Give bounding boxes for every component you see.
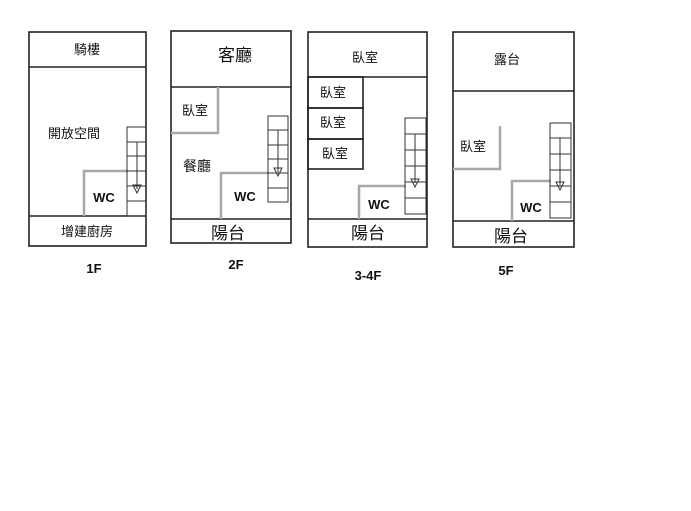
room-label-balcony: 陽台 xyxy=(211,224,245,244)
room-label-bedroom: 臥室 xyxy=(460,139,486,155)
wc-wall xyxy=(357,184,406,219)
floor-label-1f: 1F xyxy=(86,261,101,276)
floor-outline xyxy=(170,30,292,244)
room-label-wc: WC xyxy=(368,197,390,212)
staircase xyxy=(267,115,289,203)
room-label-bedroom-1: 臥室 xyxy=(320,85,346,101)
floor-plan-3-4f: 臥室 臥室 臥室 臥室 WC 陽台 3-4F xyxy=(307,31,428,283)
arrow-down-icon xyxy=(555,181,565,192)
floor-label-2f: 2F xyxy=(228,257,243,272)
room-label-terrace: 露台 xyxy=(494,53,520,68)
room-label-wc: WC xyxy=(520,200,542,215)
room-label-balcony: 陽台 xyxy=(494,227,528,247)
arrow-down-icon xyxy=(273,167,283,178)
arrow-down-icon xyxy=(132,184,142,195)
wc-wall xyxy=(82,169,128,216)
room-label-kitchen-extension: 增建廚房 xyxy=(61,224,113,240)
staircase xyxy=(126,126,147,217)
room-label-balcony: 陽台 xyxy=(351,224,385,244)
room-label-wc: WC xyxy=(234,189,256,204)
room-label-bedroom-top: 臥室 xyxy=(352,50,378,66)
room-label-arcade: 騎樓 xyxy=(74,43,100,58)
room-label-bedroom-2: 臥室 xyxy=(320,115,346,131)
floor-label-5f: 5F xyxy=(498,263,513,278)
room-label-living-room: 客廳 xyxy=(218,46,252,66)
room-label-bedroom-3: 臥室 xyxy=(322,146,348,162)
floor-plan-2f: 客廳 臥室 餐廳 WC 陽台 2F xyxy=(170,30,292,272)
floor-outline xyxy=(452,31,575,248)
bedroom-wall xyxy=(453,126,502,171)
room-label-wc: WC xyxy=(93,190,115,205)
bedroom-wall xyxy=(171,87,220,135)
floor-label-3-4f: 3-4F xyxy=(355,268,382,283)
room-label-bedroom: 臥室 xyxy=(182,103,208,119)
bedroom-wall xyxy=(307,138,364,170)
room-label-open-space: 開放空間 xyxy=(48,127,100,142)
wc-wall xyxy=(510,179,551,221)
floor-plan-1f: 騎樓 開放空間 WC 增建廚房 1F xyxy=(28,31,147,276)
room-label-dining-room: 餐廳 xyxy=(183,158,211,175)
staircase xyxy=(404,117,427,215)
staircase xyxy=(549,122,572,219)
arrow-down-icon xyxy=(410,178,420,189)
floor-plan-5f: 露台 臥室 WC 陽台 5F xyxy=(452,31,575,278)
wc-wall xyxy=(219,171,269,219)
